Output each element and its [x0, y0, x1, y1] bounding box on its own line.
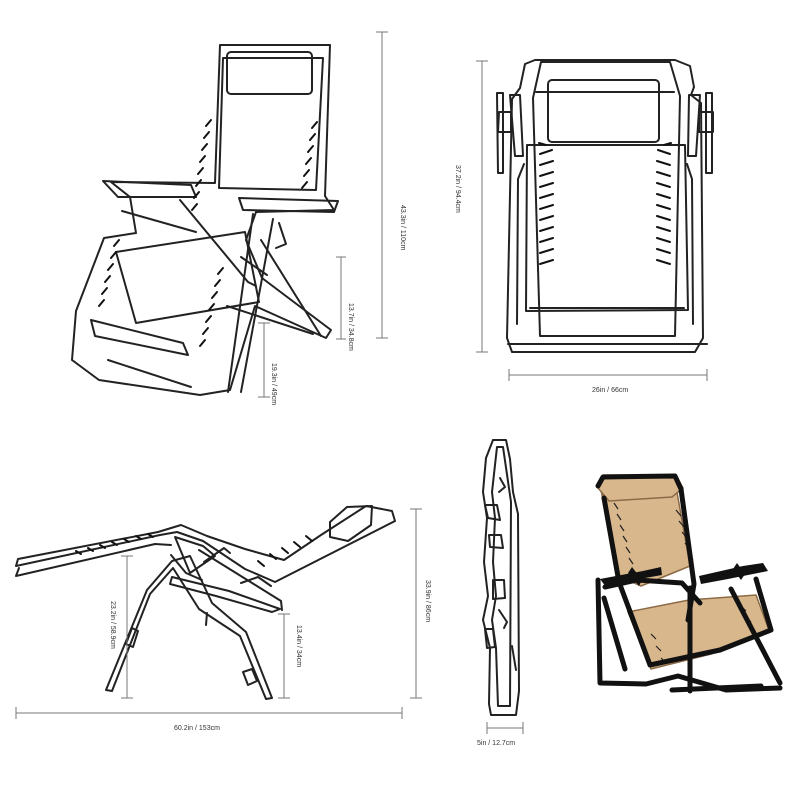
reclined-dimension-markers: [15, 508, 422, 719]
folded-chair-front-drawing: 37.2in / 94.4cm 26in / 66cm: [454, 59, 714, 394]
folded-height-label: 37.2in / 94.4cm: [454, 165, 461, 213]
side-dimension-markers: [486, 722, 524, 734]
folded-lacing: [538, 142, 672, 265]
recline-height-label: 33.9in / 86cm: [424, 580, 431, 622]
upright-lacing: [98, 119, 318, 347]
width-label: 26in / 66cm: [592, 387, 628, 394]
arm-height-label: 13.7in / 34.8cm: [347, 303, 354, 351]
upright-dimension-markers: [258, 31, 388, 398]
reclined-lacing: [75, 533, 313, 567]
upright-chair-drawing: 43.3in / 110cm 13.7in / 34.8cm 19.3in / …: [71, 31, 406, 405]
seat-height-label: 19.3in / 49cm: [270, 363, 277, 405]
folded-depth-label: 5in / 12.7cm: [477, 740, 515, 747]
reclined-chair-drawing: 33.9in / 86cm 23.2in / 58.9cm 13.4in / 3…: [15, 505, 431, 732]
folded-dimension-markers: [476, 60, 708, 381]
recline-seat-height-label: 23.2in / 58.9cm: [109, 601, 116, 649]
recline-length-label: 60.2in / 153cm: [174, 725, 220, 732]
folded-chair-side-drawing: 5in / 12.7cm: [477, 439, 524, 747]
upright-height-label: 43.3in / 110cm: [399, 205, 406, 251]
product-photo-chair: [595, 473, 783, 694]
recline-leg-height-label: 13.4in / 34cm: [295, 625, 302, 667]
